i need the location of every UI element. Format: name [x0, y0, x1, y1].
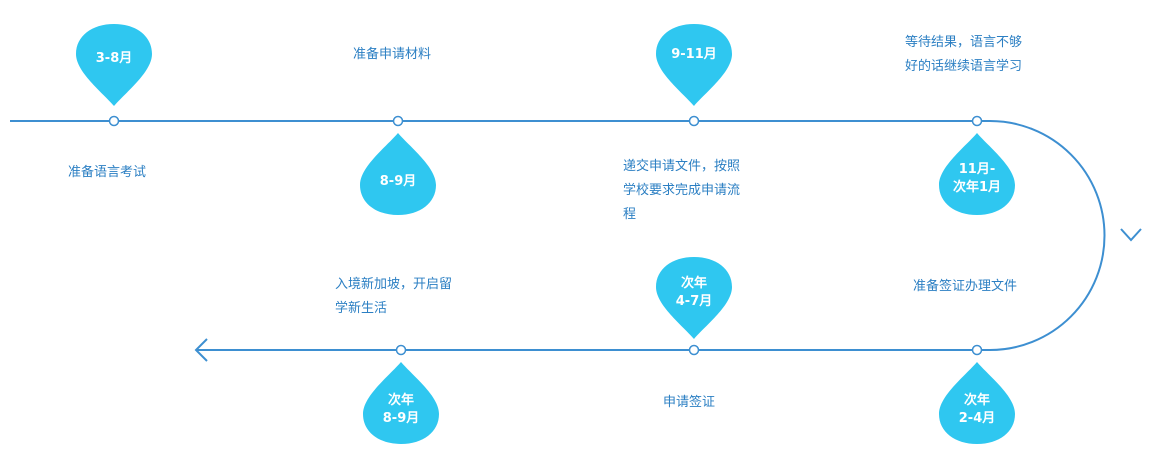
node-1 [108, 115, 120, 127]
date-badge-1: 3-8月 [76, 24, 152, 106]
milestone-desc-7: 入境新加坡，开启留 学新生活 [335, 277, 453, 316]
drop-shape [360, 133, 436, 215]
date-badge-4: 11月- 次年1月 [939, 133, 1015, 215]
date-text: 8-9月 [379, 174, 417, 189]
date-text: 11月- 次年1月 [952, 162, 1002, 195]
date-text: 3-8月 [95, 51, 133, 66]
date-text: 9-11月 [671, 47, 717, 62]
node-5 [971, 344, 983, 356]
drop-shape [76, 24, 152, 106]
drop-shape [939, 362, 1015, 444]
date-badge-3: 9-11月 [656, 24, 732, 106]
drop-shape [939, 133, 1015, 215]
date-badge-6: 次年 4-7月 [656, 257, 732, 339]
end-arrow-icon [194, 338, 208, 362]
node-6 [688, 344, 700, 356]
drop-shape [656, 257, 732, 339]
drop-shape [656, 24, 732, 106]
node-7 [395, 344, 407, 356]
date-text: 次年 2-4月 [958, 393, 996, 426]
node-3 [688, 115, 700, 127]
date-badge-2: 8-9月 [360, 133, 436, 215]
milestone-desc-2: 准备申请材料 [353, 47, 432, 62]
drop-shape [363, 362, 439, 444]
date-text: 次年 4-7月 [675, 276, 713, 309]
date-text: 次年 8-9月 [382, 393, 420, 426]
arc-arrow-icon [1120, 228, 1142, 242]
milestone-desc-5: 准备签证办理文件 [913, 279, 1018, 294]
node-4 [971, 115, 983, 127]
date-badge-7: 次年 8-9月 [363, 362, 439, 444]
milestone-desc-3: 递交申请文件，按照 学校要求完成申请流 程 [623, 159, 741, 222]
node-2 [392, 115, 404, 127]
milestone-desc-1: 准备语言考试 [68, 165, 147, 180]
timeline-path [10, 120, 1106, 351]
milestone-desc-4: 等待结果，语言不够 好的话继续语言学习 [905, 35, 1023, 74]
date-badge-5: 次年 2-4月 [939, 362, 1015, 444]
milestone-desc-6: 申请签证 [663, 395, 716, 410]
